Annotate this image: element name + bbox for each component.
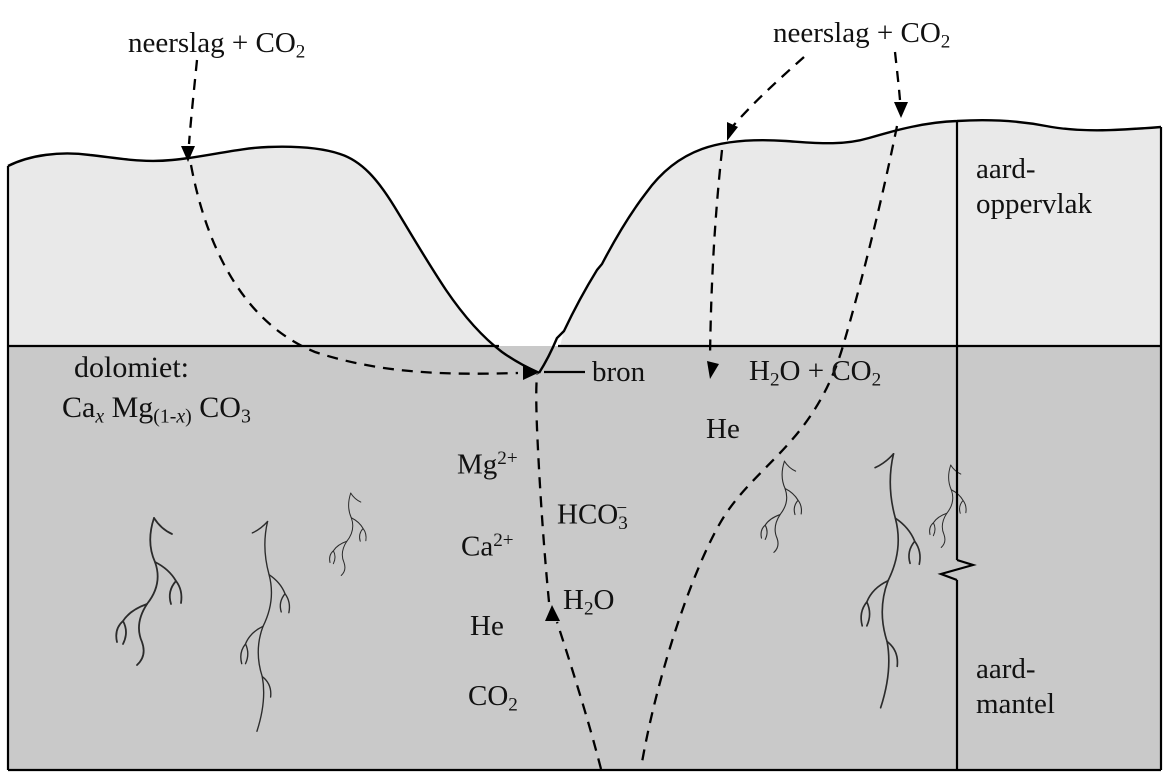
label-h2o-co2: H2O + CO2 [749,354,881,392]
precipitation-path-left-upper [187,59,199,145]
aard-mantel-line1: aard- [976,653,1036,685]
precipitation-path-right-outer-upper [893,51,902,101]
mg-ion-base: Mg [457,448,498,481]
surface-outline-right [537,119,1162,374]
line-break-symbol [937,558,977,582]
formula-mg-sub: (1-x) [153,406,191,428]
neerslag-right-text: neerslag + CO [773,17,941,49]
formula-ca: Ca [62,391,96,424]
hco3-base: HCO [557,498,619,531]
aard-oppervlak-line2: oppervlak [976,188,1092,221]
h2o-co2-b: O + CO [779,355,872,387]
arrow-right-outer-surface [894,102,908,118]
label-mg-ion: Mg2+ [457,447,518,483]
aard-oppervlak-line1: aard- [976,153,1036,185]
h2o-b: O [593,584,615,616]
formula-mg-sub-pre: (1- [153,405,177,428]
label-hco3-ion: HCO3− [557,497,628,535]
formula-co-sub: 3 [240,405,251,428]
surface-left-region [8,146,497,346]
label-co2-deep: CO2 [468,679,518,717]
label-ca-ion: Ca2+ [461,529,514,565]
hco3-sub: 3 [618,512,628,534]
arrow-upflow [545,605,560,621]
hco3-sup: − [616,498,628,519]
label-he-shallow: He [706,413,740,445]
arrow-infiltration-down [707,361,719,379]
arrow-into-spring [523,364,540,380]
label-he-deep: He [470,610,504,642]
label-aard-mantel: aard- mantel [976,652,1055,723]
ca-ion-base: Ca [461,530,494,563]
precipitation-path-left-to-spring [189,164,519,375]
label-dolomiet-formula: Cax Mg(1-x) CO3 [62,390,251,429]
precipitation-path-right-inner-upper [732,56,805,127]
spring-upflow-path-lower [555,621,603,770]
co2-deep-a: CO [468,680,509,712]
neerslag-right-sub: 2 [940,31,951,53]
h2o-sub: 2 [583,598,594,620]
aard-mantel-line2: mantel [976,688,1055,721]
figure-border [6,127,1163,772]
formula-ca-sub: x [95,405,105,428]
arrow-right-inner-surface [727,122,738,141]
h2o-co2-a-sub: 2 [769,369,780,391]
mg-ion-sup: 2+ [497,448,518,469]
formula-mg: Mg [104,391,154,424]
neerslag-left-sub: 2 [295,41,306,63]
crust-mantle-divider-line [937,121,977,770]
arrow-left-surface [181,146,195,162]
label-h2o: H2O [563,583,614,621]
infiltration-path-inner [708,149,724,359]
formula-co: CO [191,391,241,424]
surface-right-region [560,120,1161,346]
spring-upflow-path-upper [535,373,551,603]
formula-mg-sub-post: ) [185,405,192,428]
h2o-a: H [563,584,584,616]
label-dolomiet: dolomiet: [74,351,189,384]
h2o-co2-b-sub: 2 [871,369,882,391]
label-neerslag-left: neerslag + CO2 [128,26,305,64]
label-bron: bron [592,356,646,388]
h2o-co2-a: H [749,355,770,387]
deep-infiltration-path-outer [639,125,899,769]
dolomite-region [8,346,1161,770]
label-aard-oppervlak: aard- oppervlak [976,152,1092,223]
surface-outline-left [7,145,540,375]
formula-mg-sub-x: x [176,405,186,428]
label-neerslag-right: neerslag + CO2 [773,16,950,54]
neerslag-left-text: neerslag + CO [128,27,296,59]
ca-ion-sup: 2+ [493,530,514,551]
co2-deep-sub: 2 [508,694,518,716]
